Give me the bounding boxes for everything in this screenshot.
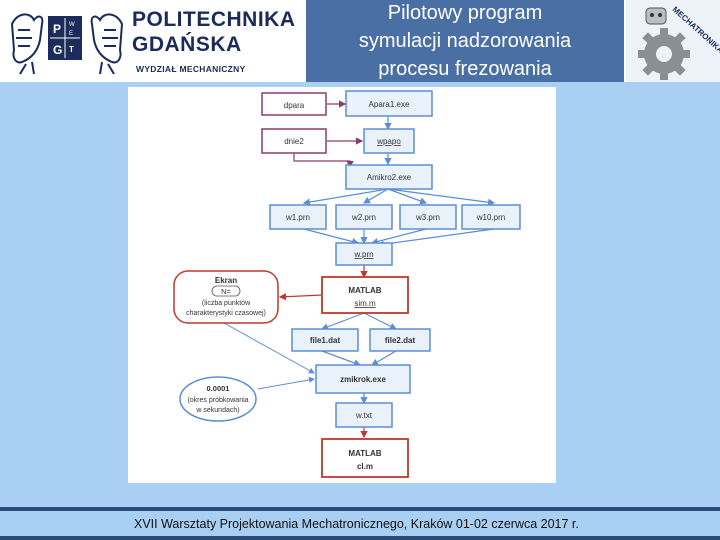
box-wtxt: w.txt	[335, 402, 393, 428]
wpapo-label: wpapo	[376, 137, 401, 146]
title-line-1: Pilotowy program	[387, 2, 543, 24]
box-matlab-sim: MATLAB sim.m	[321, 276, 409, 314]
ekran-input-box: Ekran N= (liczba punktów charakterystyki…	[173, 270, 279, 324]
w2-label: w2.prn	[351, 213, 376, 222]
box-file1: file1.dat	[291, 328, 359, 352]
diagram-panel: dpara Apara1.exe dnie2 wpapo Amikro2.exe…	[128, 87, 556, 483]
matlab2-label: MATLAB	[348, 449, 381, 458]
box-w1: w1.prn	[269, 204, 327, 230]
bottom-border	[0, 536, 720, 540]
flowchart-diagram: dpara Apara1.exe dnie2 wpapo Amikro2.exe…	[173, 90, 521, 478]
logo-w-label: W	[69, 22, 75, 28]
box-wprn: w.prn	[335, 242, 393, 266]
ekran-label: Ekran	[215, 276, 237, 285]
robot-head-icon	[645, 7, 667, 25]
title-line-3: procesu frezowania	[378, 58, 552, 80]
logo-e-label: E	[69, 31, 73, 37]
box-dpara: dpara	[261, 92, 327, 116]
university-name-line2: GDAŃSKA	[132, 33, 242, 56]
wtxt-label: w.txt	[355, 411, 373, 420]
dpara-label: dpara	[284, 101, 305, 110]
box-w10: w10.prn	[461, 204, 521, 230]
university-name-line1: POLITECHNIKA	[132, 8, 296, 31]
right-griffin-icon	[90, 13, 124, 75]
footer-divider	[0, 507, 720, 511]
logo-g-label: G	[53, 43, 62, 57]
box-wpapo: wpapo	[363, 128, 415, 154]
sim-label: sim.m	[354, 299, 376, 308]
box-amikro2: Amikro2.exe	[345, 164, 433, 190]
w3-label: w3.prn	[415, 213, 440, 222]
file1-label: file1.dat	[310, 336, 341, 345]
slide-title-box: Pilotowy program symulacji nadzorowania …	[306, 0, 624, 82]
box-dnie2: dnie2	[261, 128, 327, 154]
cl-label: cl.m	[357, 462, 373, 471]
wprn-label: w.prn	[353, 250, 373, 259]
logo-p-label: P	[53, 22, 61, 36]
university-logo: P G W E T	[10, 13, 124, 75]
mechatronika-logo: MECHATRONIKA	[626, 0, 720, 82]
file2-label: file2.dat	[385, 336, 416, 345]
slide-title: Pilotowy program symulacji nadzorowania …	[306, 0, 624, 83]
dnie2-label: dnie2	[284, 137, 304, 146]
department-name: WYDZIAŁ MECHANICZNY	[136, 64, 246, 74]
matlab1-label: MATLAB	[348, 286, 381, 295]
header: P G W E T POLITECHNIKA GDAŃSKA WYDZIAŁ M…	[0, 0, 720, 82]
samp1-label: (okres próbkowania	[187, 397, 248, 404]
left-griffin-icon	[10, 13, 44, 75]
amikro2-label: Amikro2.exe	[367, 173, 412, 182]
ekran3-label: charakterystyki czasowej)	[186, 310, 266, 317]
box-w3: w3.prn	[399, 204, 457, 230]
w1-label: w1.prn	[285, 213, 310, 222]
diagram-connectors	[223, 100, 496, 439]
samp2-label: w sekundach)	[195, 407, 239, 414]
ekran1-label: N=	[221, 287, 231, 296]
box-matlab-cl: MATLAB cl.m	[321, 438, 409, 478]
footer: XVII Warsztaty Projektowania Mechatronic…	[0, 511, 720, 540]
box-zmikrok: zmikrok.exe	[315, 364, 411, 394]
logo-t-label: T	[69, 45, 74, 54]
title-line-2: symulacji nadzorowania	[358, 30, 572, 52]
samp-label: 0.0001	[207, 384, 230, 393]
ekran2-label: (liczba punktów	[202, 300, 251, 307]
box-file2: file2.dat	[369, 328, 431, 352]
sampling-input-ellipse: 0.0001 (okres próbkowania w sekundach)	[179, 376, 257, 422]
zmikrok-label: zmikrok.exe	[340, 375, 386, 384]
gear-icon	[638, 28, 690, 80]
box-apara1: Apara1.exe	[345, 90, 433, 117]
footer-text: XVII Warsztaty Projektowania Mechatronic…	[134, 517, 579, 531]
box-w2: w2.prn	[335, 204, 393, 230]
w10-label: w10.prn	[476, 213, 505, 222]
apara1-label: Apara1.exe	[369, 100, 410, 109]
